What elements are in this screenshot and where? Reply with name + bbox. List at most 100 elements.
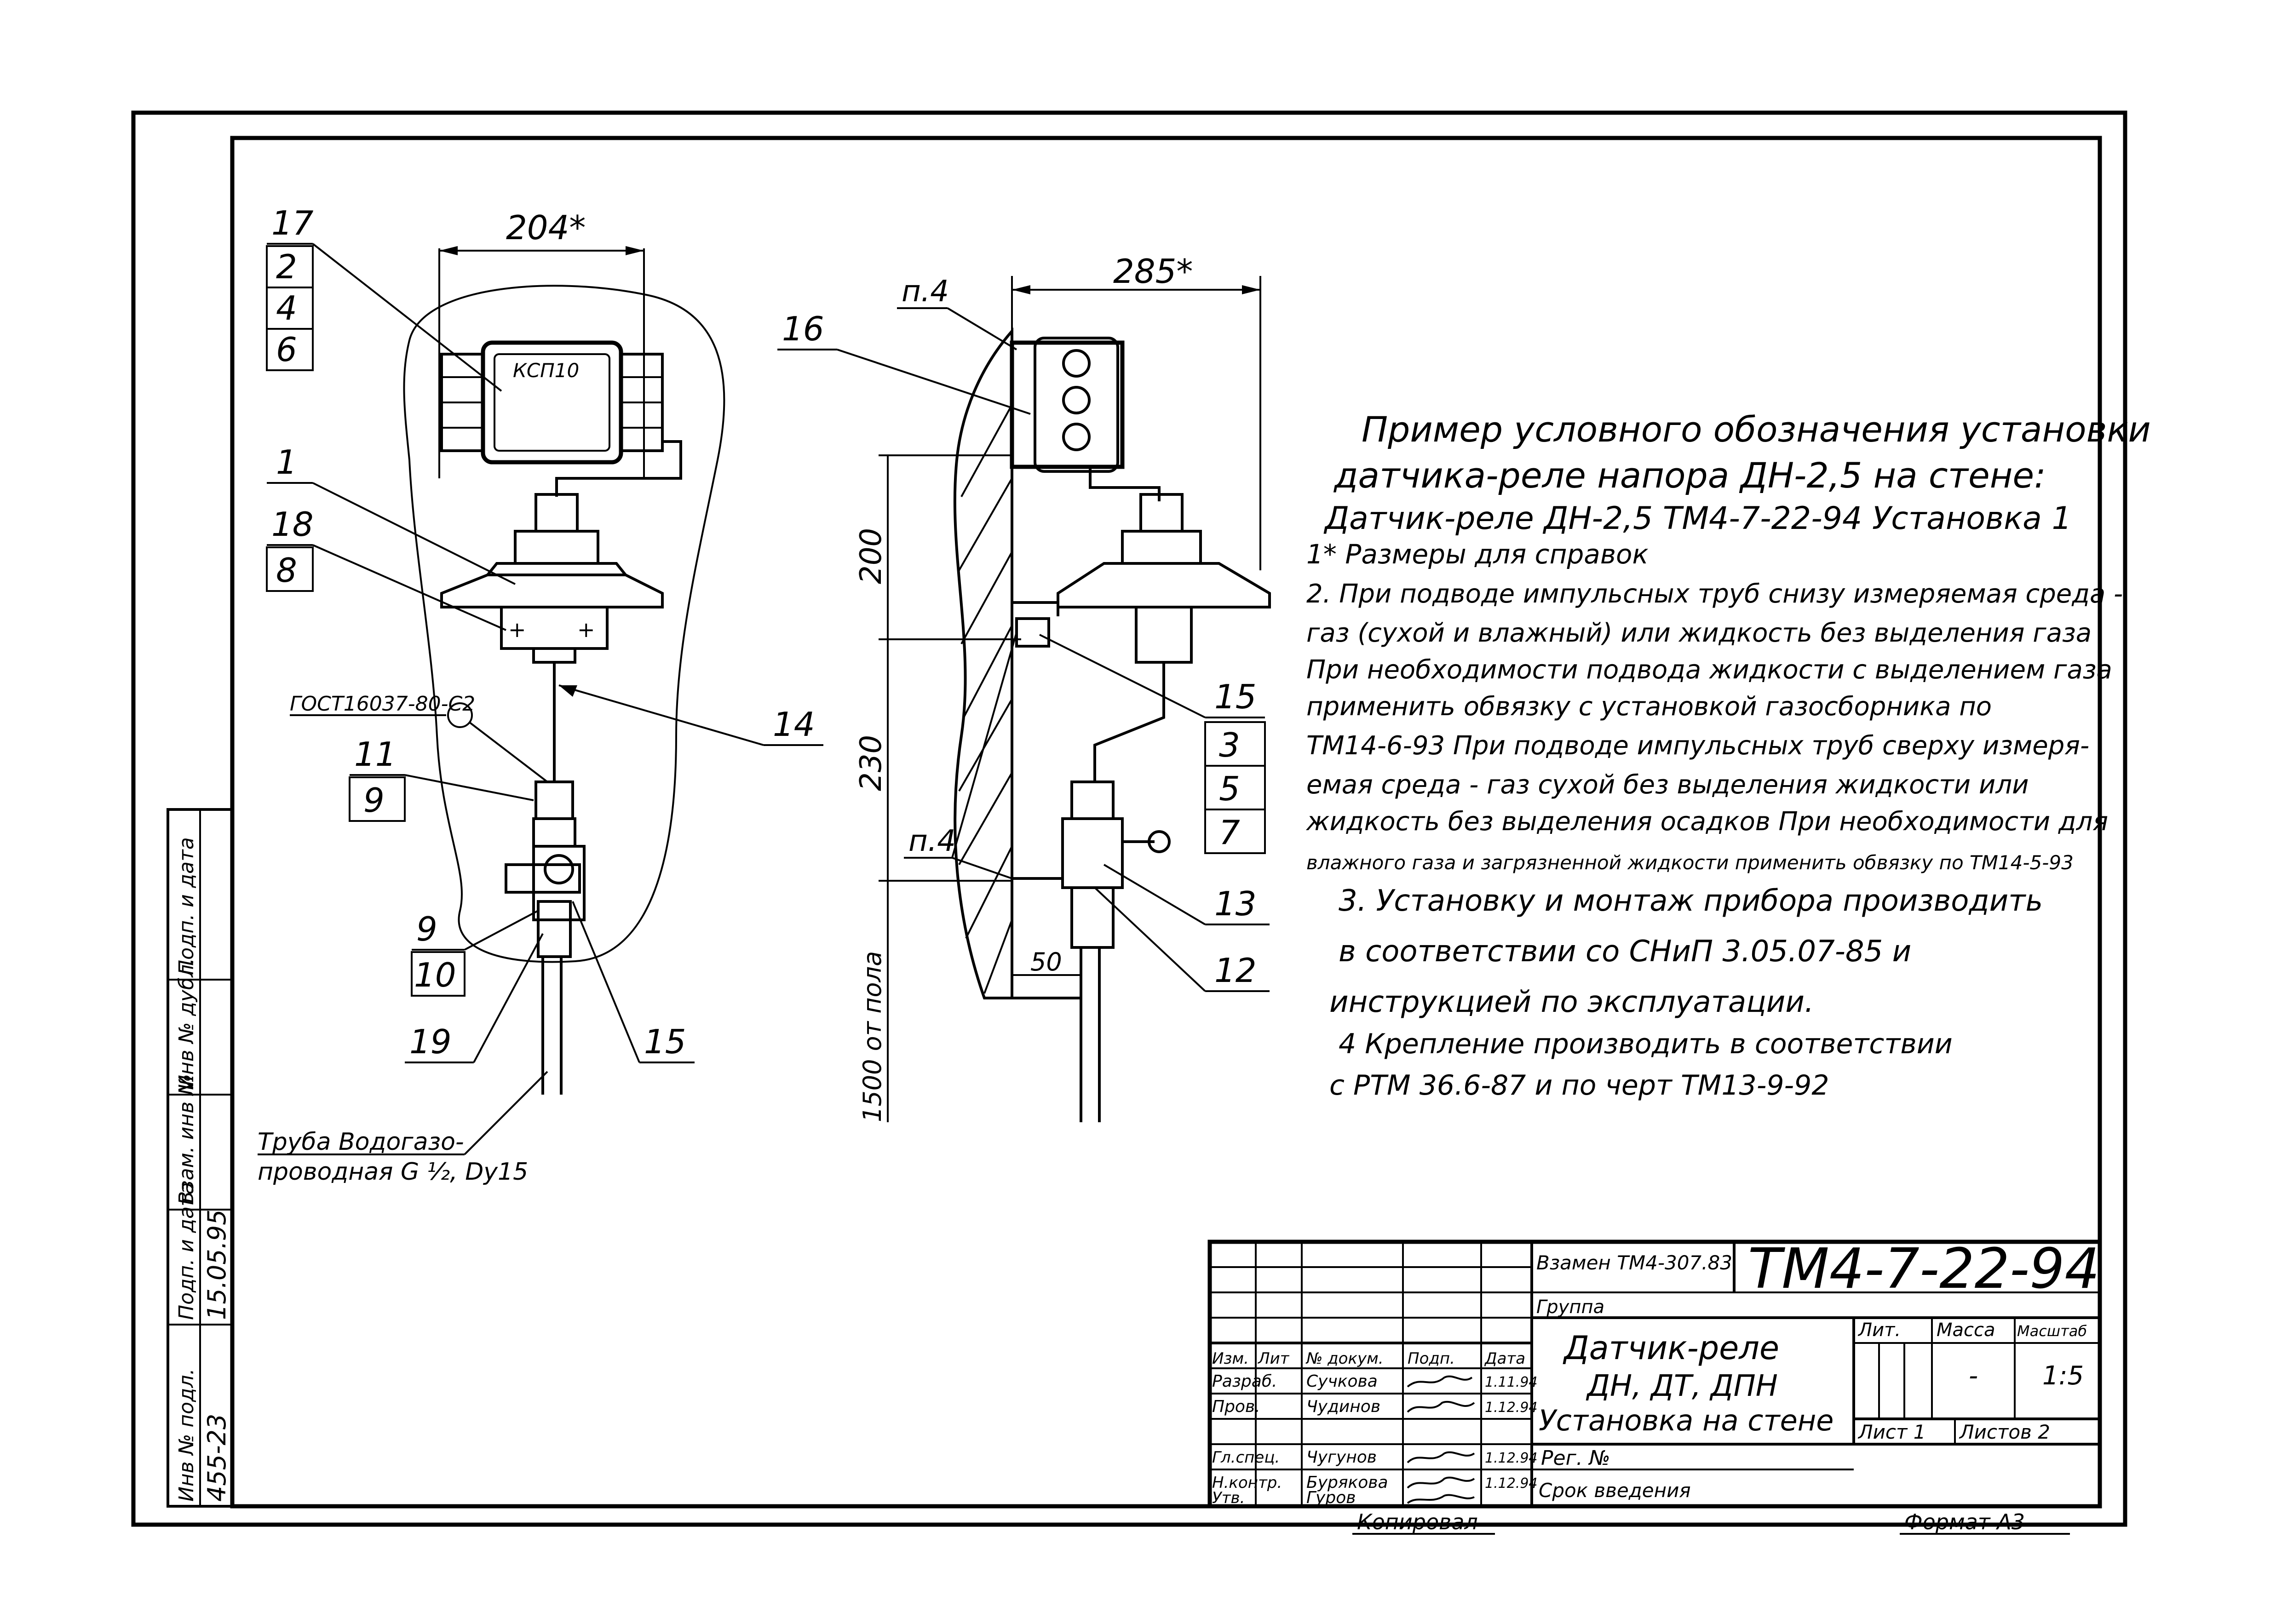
tb-mass-val: - <box>1969 1361 1978 1391</box>
sheet-outer-border <box>131 110 2127 1527</box>
callout-9a: 9 <box>363 781 385 820</box>
valve-handle <box>544 854 574 884</box>
dim-50: 50 <box>1030 947 1062 976</box>
ksp-gland-3 <box>1062 423 1091 451</box>
tb-hdr-izm: Изм. <box>1212 1349 1249 1368</box>
note-2-l6: емая среда - газ сухой без выделения жид… <box>1306 770 2029 800</box>
dim-200: 200 <box>854 528 888 584</box>
tb-sheet: Лист 1 <box>1857 1421 1926 1443</box>
callout-3: 3 <box>1219 726 1240 764</box>
ksp10-box-inner <box>494 353 610 452</box>
callout-12: 12 <box>1214 951 1257 990</box>
tb-date-1: 1.12.94 <box>1485 1400 1538 1416</box>
dim-arrow-left <box>439 246 458 255</box>
pipe-label-2: проводная G ½, Dу15 <box>258 1158 528 1186</box>
callout-n4-top-leader <box>947 307 1017 350</box>
signature-0 <box>1407 1375 1473 1388</box>
side-relay-neck <box>1121 530 1202 565</box>
callout-8: 8 <box>276 551 297 590</box>
callout-15-front-leader <box>572 901 640 1063</box>
callout-19-leader <box>473 933 544 1063</box>
ksp10-label: КСП10 <box>513 359 579 382</box>
side-valve-knob <box>1148 830 1171 853</box>
notes: Пример условного обозначения установки д… <box>1305 409 2151 1102</box>
tb-name-l1: Датчик-реле <box>1563 1329 1779 1367</box>
callout-9b: 9 <box>416 910 437 948</box>
tb-lit: Лит. <box>1857 1320 1901 1341</box>
callout-n4-mid: п.4 <box>908 824 956 858</box>
tb-name-l2: ДН, ДТ, ДПН <box>1586 1369 1778 1403</box>
tb-role-0: Разраб. <box>1212 1372 1277 1391</box>
tb-name-3: Бурякова <box>1306 1473 1388 1492</box>
tb-date-3: 1.12.94 <box>1485 1475 1538 1492</box>
callout-14-arrow <box>559 685 577 697</box>
callout-n4-top: п.4 <box>902 275 949 309</box>
relay-top <box>484 562 629 576</box>
callout-8-box <box>266 546 314 592</box>
callout-17: 17 <box>271 204 314 242</box>
note-2-l3: При необходимости подвода жидкости с выд… <box>1306 655 2112 685</box>
callout-13: 13 <box>1214 884 1257 923</box>
side-bracket-plate <box>1015 617 1050 648</box>
side-stamp-val1: 455-23 <box>202 1414 231 1502</box>
note-title-3: Датчик-реле ДН-2,5 ТМ4-7-22-94 Установка… <box>1323 500 2072 537</box>
callout-1: 1 <box>276 443 297 482</box>
callout-13-leader <box>1103 864 1206 925</box>
tb-name-0: Сучкова <box>1306 1372 1378 1391</box>
tb-name-4: Гуров <box>1306 1488 1356 1507</box>
weld-circle <box>447 702 473 728</box>
tb-role-1: Пров. <box>1212 1397 1260 1416</box>
callout-11-leader <box>404 774 534 801</box>
note-3-l1: 3. Установку и монтаж прибора производит… <box>1339 884 2043 918</box>
callout-16-leader <box>837 349 1031 415</box>
flange-plus-l: + <box>508 617 526 642</box>
section-outline <box>403 285 725 963</box>
tb-hdr-list: Лит <box>1257 1349 1290 1368</box>
tb-code: ТМ4-7-22-94 <box>1748 1237 2100 1301</box>
fitting-upper <box>535 780 574 820</box>
note-2-l8: влажного газа и загрязненной жидкости пр… <box>1306 851 2074 874</box>
callout-1-leader <box>312 482 516 585</box>
fitting-nut <box>532 817 576 848</box>
front-view: 204* КСП10 + + <box>258 204 823 1186</box>
side-stamp-col5: Подп. и дата <box>175 837 198 975</box>
ksp-gland-1 <box>1062 349 1091 378</box>
note-2-l2: газ (сухой и влажный) или жидкость без в… <box>1306 618 2092 648</box>
tb-mass: Масса <box>1937 1320 1995 1341</box>
side-support <box>1011 878 1081 999</box>
ksp-side-box <box>1010 340 1125 469</box>
dim-285-label: 285* <box>1113 252 1193 291</box>
callout-6: 6 <box>276 330 297 369</box>
side-view: 285* 200 230 1500 <box>777 252 1271 1122</box>
signature-2 <box>1407 1451 1475 1463</box>
tb-hdr-doc: № докум. <box>1305 1349 1384 1368</box>
tb-name-1: Чудинов <box>1306 1397 1380 1416</box>
note-title-1: Пример условного обозначения установки <box>1362 409 2151 450</box>
callout-9b-leader <box>464 910 539 951</box>
side-stamp-col1: Инв № подл. <box>175 1368 198 1502</box>
tb-term: Срок введения <box>1539 1479 1691 1502</box>
callout-11: 11 <box>354 735 397 774</box>
flange-plus-r: + <box>577 617 595 642</box>
callout-n4-mid-leader-2 <box>952 857 1012 879</box>
callout-18: 18 <box>271 505 314 544</box>
relay-neck <box>514 530 599 565</box>
title-block: Изм. Лит № докум. Подп. Дата Разраб. Суч… <box>1207 1237 2102 1535</box>
tb-copied: Копировал <box>1357 1509 1478 1534</box>
dim-285-arrow-l <box>1012 285 1030 294</box>
tb-scale: Масштаб <box>2017 1322 2087 1340</box>
dim-204-label: 204* <box>506 208 586 247</box>
callout-9a-box <box>349 776 406 822</box>
side-lower-fitting <box>1070 886 1115 949</box>
note-1: 1* Размеры для справок <box>1306 539 1649 570</box>
callout-5: 5 <box>1219 769 1240 808</box>
callout-18-leader <box>312 544 506 631</box>
signature-1 <box>1407 1401 1475 1413</box>
tb-date-2: 1.12.94 <box>1485 1450 1538 1466</box>
tb-format: Формат А3 <box>1904 1509 2025 1534</box>
side-stamp: Подп. и дата Инв № дубл. Взам. инв № Под… <box>167 808 234 1508</box>
dim-floor: 1500 от пола <box>858 951 887 1122</box>
relay-diaphragm <box>440 574 664 608</box>
side-stamp-val2: 15.05.95 <box>202 1210 231 1320</box>
signature-3 <box>1407 1476 1475 1489</box>
